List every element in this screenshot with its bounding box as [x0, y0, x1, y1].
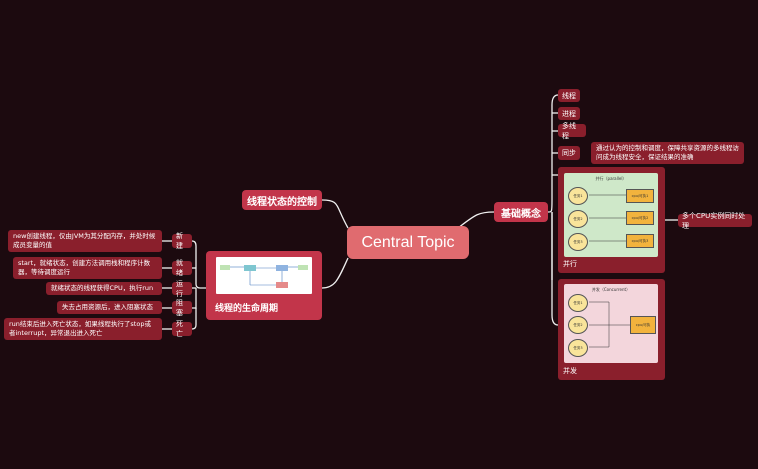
concurrent-cpu: cpu/可执: [630, 316, 656, 334]
central-topic[interactable]: Central Topic: [347, 226, 469, 259]
connector-basic-concurrent: [551, 212, 559, 326]
state-running-desc[interactable]: 就绪状态的线程获得CPU，执行run: [46, 282, 162, 295]
state-ready[interactable]: 就绪: [172, 259, 192, 277]
parallel-thread-3: 任务3: [568, 233, 588, 251]
connector-central-control: [321, 199, 349, 229]
concept-sync-desc[interactable]: 通过认为的控制和调度，保障共享资源的多线程访问成为线程安全，保证结果的准确: [591, 142, 744, 164]
concurrent-image-title: 并发（Concurrent）: [591, 287, 631, 292]
concurrent-thread-1: 任务1: [568, 294, 588, 312]
concept-thread[interactable]: 线程: [558, 89, 580, 102]
concurrent-diagram-image: 并发（Concurrent） 任务1 任务2 任务3 cpu/可执: [564, 284, 658, 363]
concurrent-arrows: [589, 301, 631, 348]
state-blocked-desc[interactable]: 失去占用资源后，进入阻塞状态: [57, 301, 162, 314]
connector-central-basic: [457, 211, 495, 229]
parallel-cpu-3: cpu/可执3: [626, 234, 654, 248]
concept-multithread[interactable]: 多线程: [558, 122, 586, 140]
parallel-image-title: 并行（parallel）: [595, 176, 627, 181]
state-ready-desc[interactable]: start，就绪状态，创建方法调用栈和程序计数器，等待调度运行: [13, 257, 162, 279]
concept-concurrent[interactable]: 并发（Concurrent） 任务1 任务2 任务3 cpu/可执 并发: [558, 279, 665, 380]
concurrent-thread-2: 任务2: [568, 316, 588, 334]
branch-basic-concepts[interactable]: 基础概念: [494, 202, 548, 222]
parallel-diagram-image: 并行（parallel） 任务1 任务2 任务3 cpu/可执1 cpu/可执2…: [564, 173, 658, 257]
concurrent-label: 并发: [563, 367, 577, 375]
connector-lifecycle-state-3: [192, 288, 197, 309]
connector-lifecycle-state-0: [191, 240, 206, 289]
state-dead[interactable]: 死亡: [172, 320, 192, 338]
connector-lifecycle-state-4: [191, 308, 197, 330]
concurrent-thread-3: 任务3: [568, 339, 588, 357]
lifecycle-diagram-graphic: [220, 265, 308, 288]
concept-parallel[interactable]: 并行（parallel） 任务1 任务2 任务3 cpu/可执1 cpu/可执2…: [558, 167, 665, 273]
parallel-cpu-1: cpu/可执1: [626, 189, 654, 203]
state-new-desc[interactable]: new创建线程，仅由JVM为其分配内存，并处时候成员变量的值: [8, 230, 162, 252]
parallel-note[interactable]: 多个CPU实例同时处理: [678, 212, 752, 230]
state-running[interactable]: 运行: [172, 280, 192, 298]
parallel-thread-1: 任务1: [568, 187, 588, 205]
state-dead-desc[interactable]: run结束后进入死亡状态，如果线程执行了stop或者interrupt，异常退出…: [4, 318, 162, 340]
parallel-cpu-2: cpu/可执2: [626, 211, 654, 225]
lifecycle-title: 线程的生命周期: [215, 304, 279, 314]
branch-thread-lifecycle[interactable]: 线程的生命周期: [206, 251, 322, 320]
lifecycle-diagram-image: [216, 257, 312, 294]
parallel-thread-2: 任务2: [568, 210, 588, 228]
parallel-label: 并行: [563, 260, 577, 268]
branch-thread-state-control[interactable]: 线程状态的控制: [242, 190, 322, 210]
state-blocked[interactable]: 阻塞: [172, 299, 192, 317]
state-new[interactable]: 新建: [172, 232, 192, 250]
concept-process[interactable]: 进程: [558, 107, 580, 120]
concept-sync[interactable]: 同步: [558, 146, 580, 160]
parallel-arrows: [589, 194, 626, 242]
connector-central-lifecycle: [321, 257, 349, 289]
